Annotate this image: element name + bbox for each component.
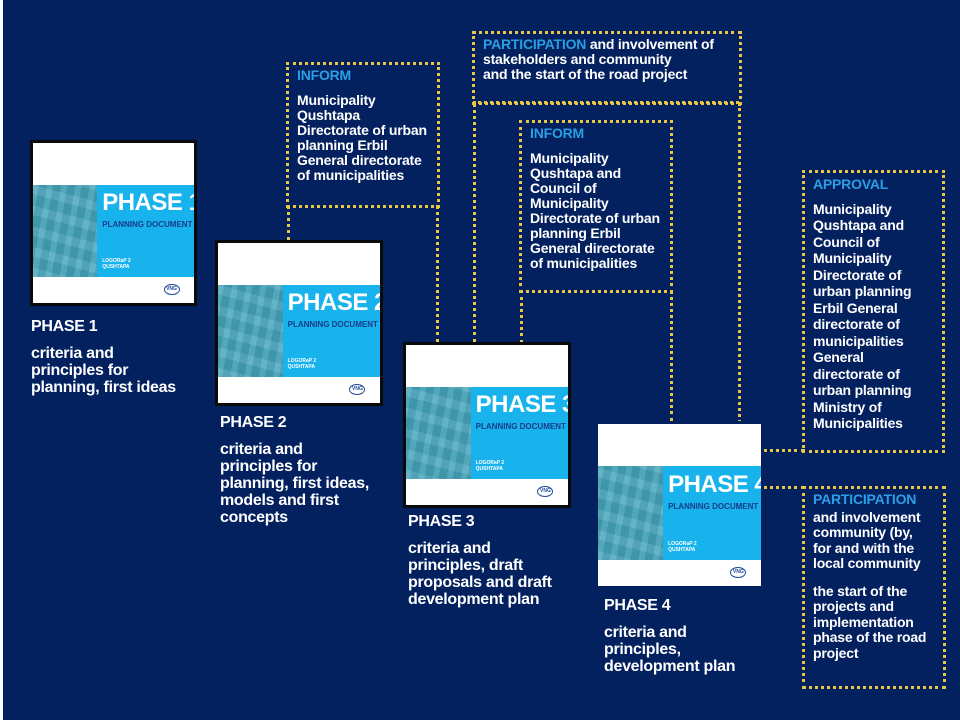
phase-caption-title: PHASE 3 — [408, 513, 475, 530]
participation-body-2: the start of the projects and implementa… — [813, 582, 927, 661]
vng-logo-icon: VNG — [537, 486, 554, 497]
connector-inform1-phase3 — [436, 205, 439, 343]
aerial-photo-image — [33, 184, 98, 278]
connector-participation1-phase4 — [738, 103, 741, 423]
card-subtitle: PLANNING DOCUMENT — [287, 319, 378, 329]
phase-3-document-card: PHASE 3 PLANNING DOCUMENT LOGORaP 2 QUSH… — [403, 342, 571, 508]
card-logo-text: LOGORaP 2 QUSHTAPA — [102, 258, 131, 271]
participation-box-top: PARTICIPATION and involvement of stakeho… — [472, 31, 742, 105]
phase-2-caption: PHASE 2 criteria and principles for plan… — [220, 414, 369, 526]
connector-inform1-phase2 — [287, 205, 290, 241]
inform-box-1: INFORM Municipality Qushtapa Directorate… — [286, 62, 440, 208]
card-title: PHASE 1 — [102, 189, 197, 216]
aerial-photo-image — [406, 386, 471, 480]
inform-body: Municipality Qushtapa and Council of Mun… — [530, 150, 660, 271]
card-title: PHASE 3 — [475, 391, 571, 418]
phase-1-caption: PHASE 1 criteria and principles for plan… — [31, 318, 176, 396]
card-subtitle: PLANNING DOCUMENT — [475, 421, 566, 431]
aerial-photo-image — [218, 284, 283, 378]
inform-heading: INFORM — [297, 67, 352, 83]
card-logo-text: LOGORaP 2 QUSHTAPA — [475, 460, 505, 473]
connector-participation1-phase3-left — [473, 103, 476, 343]
vng-logo-icon: VNG — [730, 566, 747, 578]
card-logo-text: LOGORaP 2 QUSHTAPA — [668, 540, 697, 553]
inform-body: Municipality Qushtapa Directorate of urb… — [297, 92, 427, 183]
participation-heading: PARTICIPATION — [483, 36, 587, 52]
inform-heading: INFORM — [530, 125, 585, 141]
connector-phase4-participation2 — [763, 486, 805, 489]
phase-4-document-card: PHASE 4 PLANNING DOCUMENT LOGORaP 2 QUSH… — [595, 421, 764, 589]
participation-body: and involvement community (by, for and w… — [813, 508, 921, 571]
approval-body: Municipality Qushtapa and Council of Mun… — [813, 200, 912, 432]
phase-1-document-card: PHASE 1 PLANNING DOCUMENT LOGORaP 2 QUSH… — [30, 140, 197, 306]
phase-caption-title: PHASE 1 — [31, 318, 98, 335]
card-subtitle: PLANNING DOCUMENT — [668, 501, 759, 511]
card-title: PHASE 4 — [668, 470, 764, 498]
card-subtitle: PLANNING DOCUMENT — [102, 219, 193, 229]
connector-inform2-phase3 — [520, 290, 523, 343]
slide-background: INFORM Municipality Qushtapa Directorate… — [3, 0, 960, 720]
vng-logo-icon: VNG — [349, 384, 366, 395]
approval-box: APPROVAL Municipality Qushtapa and Counc… — [802, 170, 945, 453]
participation-box-bottom: PARTICIPATION and involvement community … — [802, 486, 946, 689]
connector-phase4-approval — [763, 449, 805, 452]
phase-caption-description: criteria and principles, development pla… — [604, 624, 736, 675]
phase-2-document-card: PHASE 2 PLANNING DOCUMENT LOGORaP 2 QUSH… — [215, 240, 383, 406]
connector-inform2-phase4 — [670, 290, 673, 422]
participation-body: and involvement of stakeholders and comm… — [483, 36, 714, 82]
phase-caption-description: criteria and principles for planning, fi… — [31, 345, 176, 396]
vng-logo-icon: VNG — [163, 284, 180, 295]
phase-3-caption: PHASE 3 criteria and principles, draft p… — [408, 513, 552, 608]
phase-caption-title: PHASE 4 — [604, 597, 671, 614]
phase-caption-description: criteria and principles, draft proposals… — [408, 540, 552, 608]
phase-caption-title: PHASE 2 — [220, 414, 287, 431]
participation-heading: PARTICIPATION — [813, 491, 917, 507]
inform-box-2: INFORM Municipality Qushtapa and Council… — [519, 120, 673, 293]
approval-heading: APPROVAL — [813, 176, 889, 192]
phase-4-caption: PHASE 4 criteria and principles, develop… — [604, 597, 736, 675]
phase-caption-description: criteria and principles for planning, fi… — [220, 441, 369, 526]
aerial-photo-image — [598, 466, 664, 561]
card-title: PHASE 2 — [287, 289, 383, 316]
card-logo-text: LOGORaP 2 QUSHTAPA — [287, 358, 317, 371]
